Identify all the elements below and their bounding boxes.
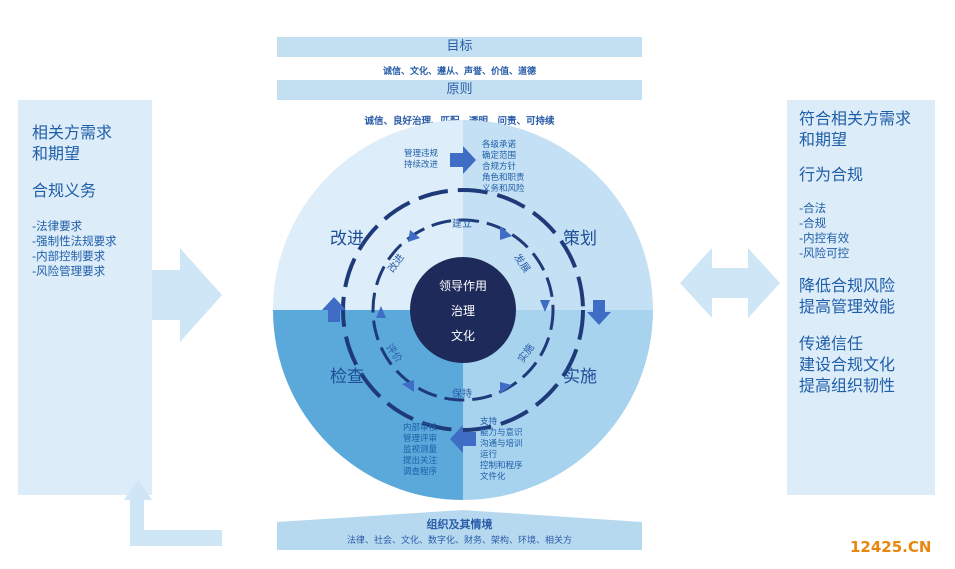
detail-line: 提出关注 <box>403 456 438 466</box>
detail-line: 确定范围 <box>482 151 517 161</box>
check-details: 内部审核管理评审监视测量提出关注调查程序 <box>403 423 437 478</box>
detail-line: 控制和程序 <box>480 461 523 471</box>
detail-line: 持续改进 <box>404 160 439 170</box>
list-item: -法律要求 <box>32 219 83 233</box>
core-governance: 治理 <box>450 304 475 318</box>
detail-line: 内部审核 <box>403 423 438 433</box>
detail-line: 沟通与培训 <box>480 439 523 449</box>
feedback-arrow-icon <box>124 480 222 546</box>
context-items: 法律、社会、文化、数字化、财务、架构、环境、相关方 <box>346 536 572 546</box>
left-heading: 合规义务 <box>32 181 97 200</box>
detail-line: 监视测量 <box>403 445 438 455</box>
input-arrow-icon <box>152 248 222 342</box>
list-item: -内控有效 <box>799 231 850 245</box>
outcome: 传递信任 <box>799 334 864 353</box>
goal-items: 诚信、文化、遵从、声誉、价值、道德 <box>382 67 536 77</box>
right-heading: 符合相关方需求 <box>799 109 912 128</box>
detail-line: 各级承诺 <box>482 140 517 150</box>
right-panel: 符合相关方需求 和期望 行为合规 -合法 -合规 -内控有效 -风险可控 降低合… <box>787 100 935 495</box>
detail-line: 管理违规 <box>404 149 439 159</box>
improve-details: 管理违规持续改进 <box>404 149 438 171</box>
plan-details: 各级承诺确定范围合规方针角色和职责义务和风险 <box>482 140 525 195</box>
arrow-down-icon <box>587 300 611 325</box>
detail-line: 能力与意识 <box>480 428 523 438</box>
right-heading: 和期望 <box>799 130 848 149</box>
quadrant-improve: 改进 <box>330 229 364 249</box>
ring-establish: 建立 <box>452 219 472 230</box>
detail-line: 调查程序 <box>403 467 438 477</box>
quadrant-check: 检查 <box>330 367 364 387</box>
arrow-right-icon <box>450 146 476 174</box>
outcome: 提高组织韧性 <box>799 376 896 395</box>
outcome: 建设合规文化 <box>799 355 896 374</box>
goal-title: 目标 <box>277 37 642 57</box>
left-panel: 相关方需求 和期望 合规义务 -法律要求 -强制性法规要求 -内部控制要求 -风… <box>18 100 152 495</box>
context-title: 组织及其情境 <box>426 518 493 531</box>
list-item: -合规 <box>799 216 827 230</box>
list-item: -内部控制要求 <box>32 249 106 263</box>
outcome: 降低合规风险 <box>799 276 896 295</box>
left-heading: 相关方需求 <box>32 123 113 142</box>
core-leadership: 领导作用 <box>438 279 487 293</box>
detail-line: 合规方针 <box>482 162 517 172</box>
arrow-left-icon <box>450 425 476 453</box>
ring-maintain: 保持 <box>452 389 472 400</box>
detail-line: 运行 <box>480 450 498 460</box>
outcome: 提高管理效能 <box>799 297 896 316</box>
core-circle <box>410 257 516 363</box>
core-culture: 文化 <box>450 329 475 343</box>
detail-line: 管理评审 <box>403 434 438 444</box>
list-item: -合法 <box>799 201 827 215</box>
detail-line: 支持 <box>480 417 498 427</box>
arrow-up-icon <box>322 297 346 322</box>
watermark: 12425.CN <box>850 538 932 556</box>
quadrant-do: 实施 <box>563 367 597 387</box>
list-item: -强制性法规要求 <box>32 234 117 248</box>
detail-line: 文件化 <box>480 472 506 482</box>
quadrant-plan: 策划 <box>563 229 597 249</box>
list-item: -风险管理要求 <box>32 264 106 278</box>
do-details: 支持能力与意识沟通与培训运行控制和程序文件化 <box>480 417 523 483</box>
principle-title: 原则 <box>277 80 642 100</box>
right-heading: 行为合规 <box>799 165 864 184</box>
list-item: -风险可控 <box>799 246 850 260</box>
double-arrow-icon <box>680 248 780 318</box>
detail-line: 角色和职责 <box>482 173 525 183</box>
detail-line: 义务和风险 <box>482 184 525 194</box>
context-base <box>277 510 642 550</box>
left-heading: 和期望 <box>32 144 81 163</box>
